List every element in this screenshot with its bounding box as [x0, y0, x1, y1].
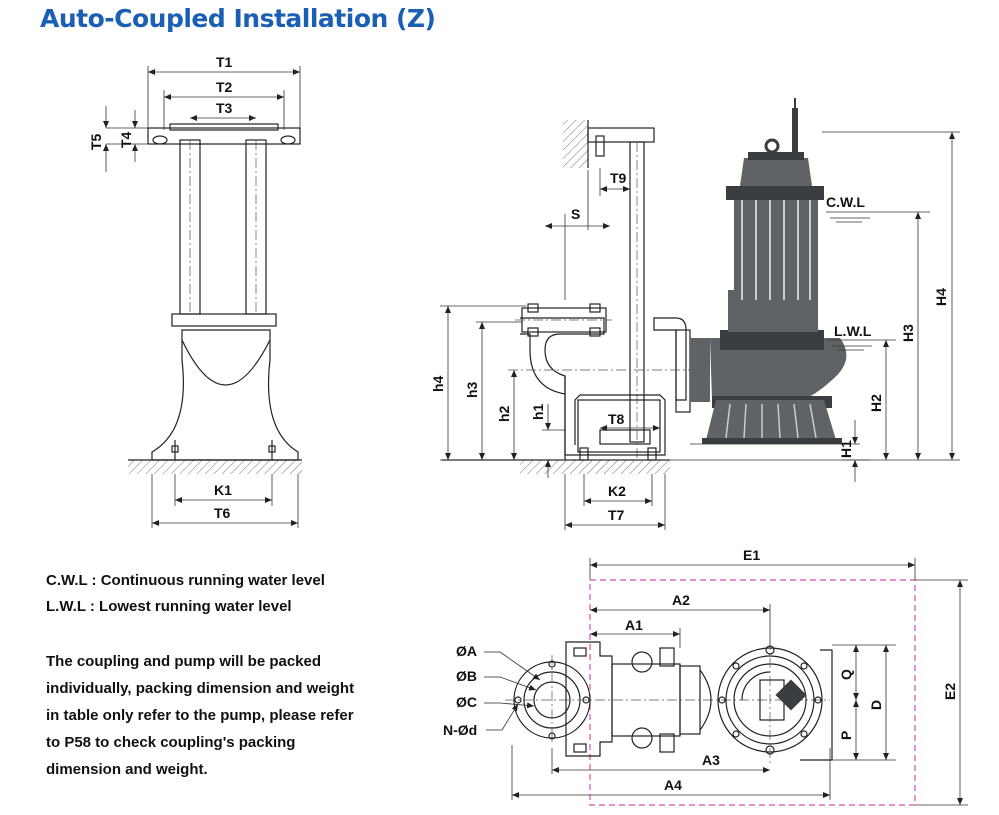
dim-P-label: P	[838, 731, 854, 740]
page-title: Auto-Coupled Installation (Z)	[40, 4, 436, 33]
dim-T1-label: T1	[216, 54, 233, 70]
lwl-marker-label: L.W.L	[834, 323, 872, 339]
dim-E2-label: E2	[942, 683, 958, 700]
callout-Nd: N-Ød	[443, 722, 477, 738]
dim-T8-label: T8	[608, 411, 625, 427]
dim-h4-label: h4	[430, 375, 446, 392]
dim-K1-label: K1	[214, 482, 232, 498]
callout-phiA: ØA	[456, 643, 477, 659]
dim-H2-label: H2	[868, 394, 884, 412]
dim-T9-label: T9	[610, 170, 627, 186]
pump-plan	[717, 640, 833, 765]
dim-D-label: D	[868, 700, 884, 710]
coupling-base-side	[577, 399, 661, 453]
dim-T4-label: T4	[118, 131, 134, 148]
packing-box-outline	[589, 579, 916, 806]
coupling-base-front	[151, 329, 299, 461]
legend-lwl: L.W.L : Lowest running water level	[46, 598, 292, 615]
dim-A3-label: A3	[702, 752, 720, 768]
callout-phiB: ØB	[456, 668, 477, 684]
dim-S-label: S	[571, 206, 580, 222]
front-view-coupling: T1 T2 T3 T4 T5 K1 T6	[88, 54, 302, 528]
dim-h2-label: h2	[496, 405, 512, 422]
packing-note: The coupling and pump will be packed ind…	[46, 653, 355, 778]
dim-K2-label: K2	[608, 483, 626, 499]
dim-T2-label: T2	[216, 79, 233, 95]
top-bracket-front	[147, 127, 301, 145]
dim-E1-label: E1	[743, 547, 760, 563]
dim-H1-label: H1	[838, 440, 854, 458]
dim-h3-label: h3	[464, 381, 480, 398]
dim-T7-label: T7	[608, 507, 625, 523]
plan-view: E1 E2 A2 A1	[443, 547, 968, 806]
callout-phiC: ØC	[456, 694, 477, 710]
dim-T3-label: T3	[216, 100, 233, 116]
dim-A1-label: A1	[625, 617, 643, 633]
ground-hatch-left	[128, 460, 302, 474]
dim-A2-label: A2	[672, 592, 690, 608]
water-level-legend: C.W.L : Continuous running water level L…	[46, 568, 325, 620]
dim-T5-label: T5	[88, 133, 104, 150]
dim-H4-label: H4	[933, 288, 949, 306]
side-view-installation: C.W.L L.W.L H4 H3 H2 H1 h4 h3 h2 h1 T	[430, 98, 960, 530]
dim-Q-label: Q	[838, 669, 854, 680]
flange-front	[171, 313, 277, 327]
cwl-marker-label: C.W.L	[826, 194, 865, 210]
pump-body	[690, 98, 847, 444]
dim-h1-label: h1	[530, 403, 546, 420]
top-bracket-side	[587, 127, 655, 143]
wall-hatch	[563, 120, 588, 168]
ground-hatch-right	[520, 460, 670, 474]
dim-H3-label: H3	[900, 324, 916, 342]
dim-A4-label: A4	[664, 777, 682, 793]
dim-T6-label: T6	[214, 505, 231, 521]
legend-cwl: C.W.L : Continuous running water level	[46, 572, 325, 589]
